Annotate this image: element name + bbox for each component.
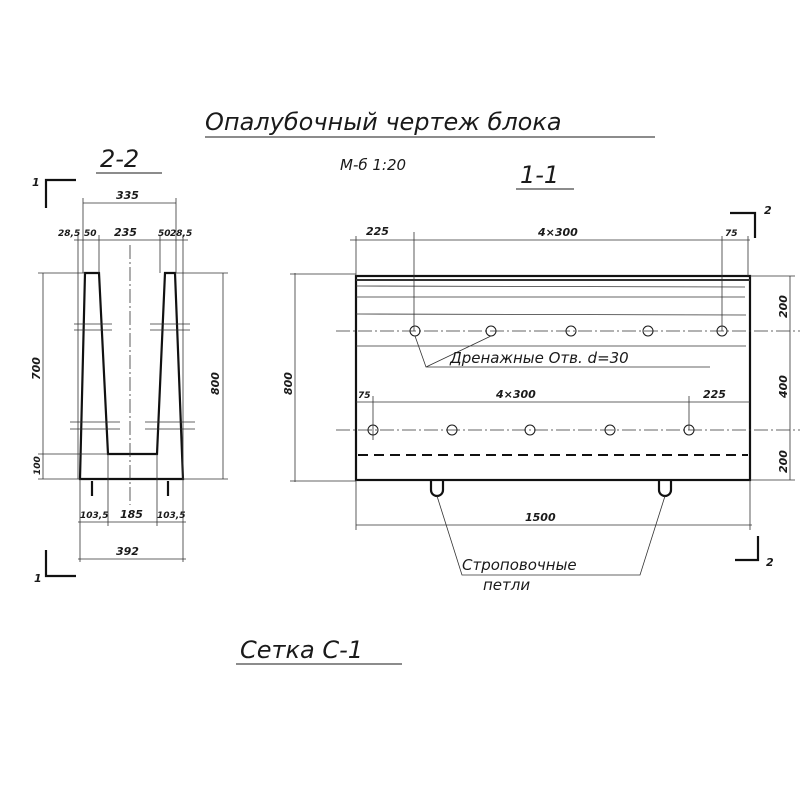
lifting-leader [436,495,666,576]
dim-bot2: 185 [120,508,143,521]
drain-holes [70,323,195,430]
drain-leader [414,335,710,368]
dim-seg3: 235 [114,226,137,239]
dim-height: 800 [282,372,295,395]
dim-bot3: 103,5 [157,511,185,521]
dim-top-mid: 4×300 [537,226,578,239]
wall-shading [355,279,750,347]
dim-length: 1500 [525,511,556,524]
block-elevation [354,274,752,482]
section-mark-label: 2 [766,556,774,569]
drain-holes-note: Дренажные Отв. d=30 [449,349,629,367]
dim-wall-height: 700 [30,357,43,380]
dim-seg1: 28,5 [58,229,80,239]
dim-right-top: 200 [777,295,790,318]
section-mark-label: 1 [34,572,42,585]
lifting-loop [657,481,673,498]
dim-total-height: 800 [209,372,222,395]
section-mark-2-bottom [735,536,760,562]
dim-right-mid: 400 [777,375,790,399]
dim-seg4: 50 [158,229,171,239]
scale-label: М-б 1:20 [340,156,406,174]
lifting-note-line1: Строповочные [462,556,577,574]
section-1-1: 1-1 2 2 [282,161,800,594]
section-mark-1-bottom [44,550,76,578]
dim-top-right: 75 [725,229,738,239]
dim-inner-mid: 4×300 [495,388,536,401]
dim-top-width: 335 [116,189,139,202]
mesh-label: Сетка С-1 [240,636,363,664]
dim-inner-left: 75 [358,391,371,401]
drain-holes-lower [367,424,695,436]
dim-bottom-width: 392 [116,545,139,558]
dim-seg2: 50 [84,229,97,239]
dim-seg5: 28,5 [170,229,192,239]
dimension-lines [38,198,228,562]
dim-right-bot: 200 [777,450,790,473]
channel-profile [78,271,185,481]
dim-inner-right: 225 [703,388,726,401]
section-2-2: 2-2 1 1 [30,145,228,585]
section-mark-2-top [730,211,757,238]
section-2-2-label: 2-2 [100,145,139,173]
dim-top-left: 225 [366,225,389,238]
section-mark-label: 2 [764,204,772,217]
dim-bot1: 103,5 [80,511,108,521]
section-mark-label: 1 [32,176,40,189]
drawing-title: Опалубочный чертеж блока [205,108,562,136]
lifting-note-line2: петли [483,576,530,594]
dim-floor: 100 [33,456,43,475]
section-1-1-label: 1-1 [520,161,559,189]
lifting-loop [429,481,445,498]
section-mark-1-top [44,178,76,208]
dimension-lines [290,232,795,530]
